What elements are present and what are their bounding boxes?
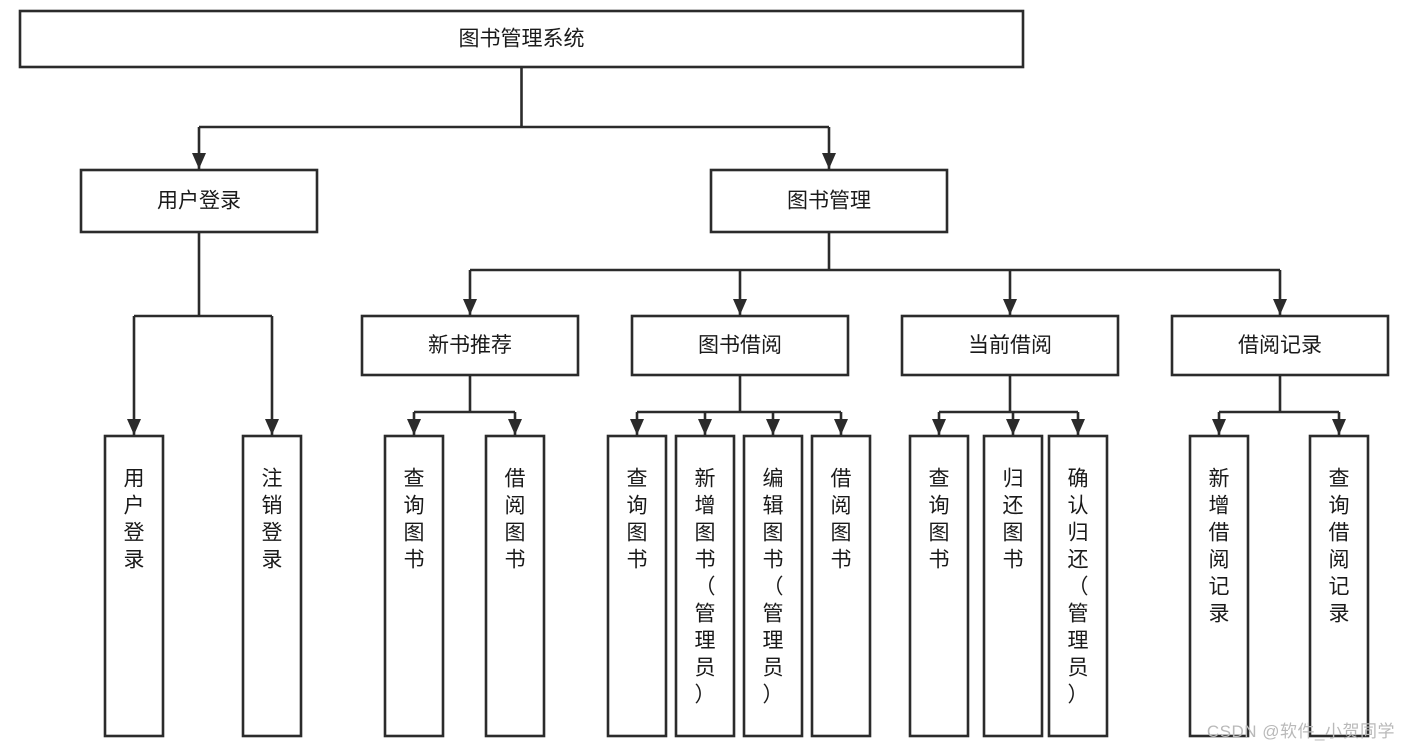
node-box-leaf-edit-book <box>742 434 804 738</box>
node-leaf-query-record[interactable]: 查询借阅记录 <box>1308 434 1370 738</box>
node-leaf-logout[interactable]: 注销登录 <box>241 434 303 738</box>
arrow-head-icon <box>932 419 946 435</box>
arrow-head-icon <box>733 299 747 315</box>
node-leaf-return-book[interactable]: 归还图书 <box>982 434 1044 738</box>
node-leaf-confirm-return[interactable]: 确认归还（管理员） <box>1047 434 1109 738</box>
node-box-leaf-logout <box>241 434 303 738</box>
node-records[interactable]: 借阅记录 <box>1170 314 1390 377</box>
node-box-leaf-add-record <box>1188 434 1250 738</box>
node-leaf-borrow-book-1[interactable]: 借阅图书 <box>484 434 546 738</box>
node-box-root <box>18 9 1025 69</box>
node-label-leaf-return-book: 归还图书 <box>1003 467 1024 571</box>
node-label-leaf-add-record: 新增借阅记录 <box>1209 467 1230 625</box>
node-label-leaf-borrow-book-1: 借阅图书 <box>505 467 526 571</box>
node-leaf-add-record[interactable]: 新增借阅记录 <box>1188 434 1250 738</box>
arrow-head-icon <box>630 419 644 435</box>
node-label-leaf-query-record: 查询借阅记录 <box>1329 467 1350 625</box>
node-label-leaf-user-login: 用户登录 <box>124 467 145 571</box>
arrow-head-icon <box>407 419 421 435</box>
node-leaf-add-book[interactable]: 新增图书（管理员） <box>674 434 736 738</box>
arrow-head-icon <box>698 419 712 435</box>
node-leaf-edit-book[interactable]: 编辑图书（管理员） <box>742 434 804 738</box>
node-box-records <box>1170 314 1390 377</box>
csdn-watermark: CSDN @软件_小贺同学 <box>1206 722 1395 741</box>
node-layer: 图书管理系统用户登录图书管理新书推荐图书借阅当前借阅借阅记录用户登录注销登录查询… <box>18 9 1390 738</box>
arrow-head-icon <box>192 153 206 169</box>
node-label-leaf-borrow-book-2: 借阅图书 <box>831 467 852 571</box>
node-bookmgmt[interactable]: 图书管理 <box>709 168 949 234</box>
arrow-head-icon <box>508 419 522 435</box>
node-root[interactable]: 图书管理系统 <box>18 9 1025 69</box>
arrow-head-icon <box>1071 419 1085 435</box>
arrow-head-icon <box>1006 419 1020 435</box>
arrow-head-icon <box>1003 299 1017 315</box>
node-label-leaf-query-book-2: 查询图书 <box>627 467 648 571</box>
arrow-head-icon <box>127 419 141 435</box>
node-box-borrow <box>630 314 850 377</box>
node-leaf-query-book-1[interactable]: 查询图书 <box>383 434 445 738</box>
node-leaf-query-book-2[interactable]: 查询图书 <box>606 434 668 738</box>
node-box-login <box>79 168 319 234</box>
node-box-leaf-borrow-book-2 <box>810 434 872 738</box>
arrow-head-icon <box>822 153 836 169</box>
node-label-leaf-confirm-return: 确认归还（管理员） <box>1068 467 1089 706</box>
node-box-leaf-query-book-2 <box>606 434 668 738</box>
node-box-leaf-add-book <box>674 434 736 738</box>
node-box-leaf-query-record <box>1308 434 1370 738</box>
node-box-leaf-user-login <box>103 434 165 738</box>
node-login[interactable]: 用户登录 <box>79 168 319 234</box>
arrow-head-icon <box>1212 419 1226 435</box>
node-label-borrow: 图书借阅 <box>698 334 782 357</box>
node-label-leaf-add-book: 新增图书（管理员） <box>695 467 716 706</box>
node-label-leaf-query-book-1: 查询图书 <box>404 467 425 571</box>
node-box-leaf-confirm-return <box>1047 434 1109 738</box>
connector-layer <box>127 67 1346 435</box>
node-label-root: 图书管理系统 <box>459 28 585 51</box>
node-label-records: 借阅记录 <box>1238 334 1322 357</box>
node-label-current: 当前借阅 <box>968 334 1052 357</box>
node-label-newbook: 新书推荐 <box>428 334 512 357</box>
arrow-head-icon <box>463 299 477 315</box>
arrow-head-icon <box>834 419 848 435</box>
node-label-leaf-query-book-3: 查询图书 <box>929 467 950 571</box>
node-label-leaf-logout: 注销登录 <box>262 467 283 571</box>
node-label-bookmgmt: 图书管理 <box>787 190 871 213</box>
node-label-leaf-edit-book: 编辑图书（管理员） <box>763 467 784 706</box>
node-label-login: 用户登录 <box>157 190 241 213</box>
node-box-leaf-return-book <box>982 434 1044 738</box>
node-newbook[interactable]: 新书推荐 <box>360 314 580 377</box>
node-box-bookmgmt <box>709 168 949 234</box>
node-borrow[interactable]: 图书借阅 <box>630 314 850 377</box>
node-leaf-query-book-3[interactable]: 查询图书 <box>908 434 970 738</box>
node-box-leaf-borrow-book-1 <box>484 434 546 738</box>
node-leaf-borrow-book-2[interactable]: 借阅图书 <box>810 434 872 738</box>
node-box-current <box>900 314 1120 377</box>
node-leaf-user-login[interactable]: 用户登录 <box>103 434 165 738</box>
node-box-newbook <box>360 314 580 377</box>
arrow-head-icon <box>265 419 279 435</box>
node-current[interactable]: 当前借阅 <box>900 314 1120 377</box>
arrow-head-icon <box>1273 299 1287 315</box>
node-box-leaf-query-book-3 <box>908 434 970 738</box>
arrow-head-icon <box>766 419 780 435</box>
node-box-leaf-query-book-1 <box>383 434 445 738</box>
arrow-head-icon <box>1332 419 1346 435</box>
